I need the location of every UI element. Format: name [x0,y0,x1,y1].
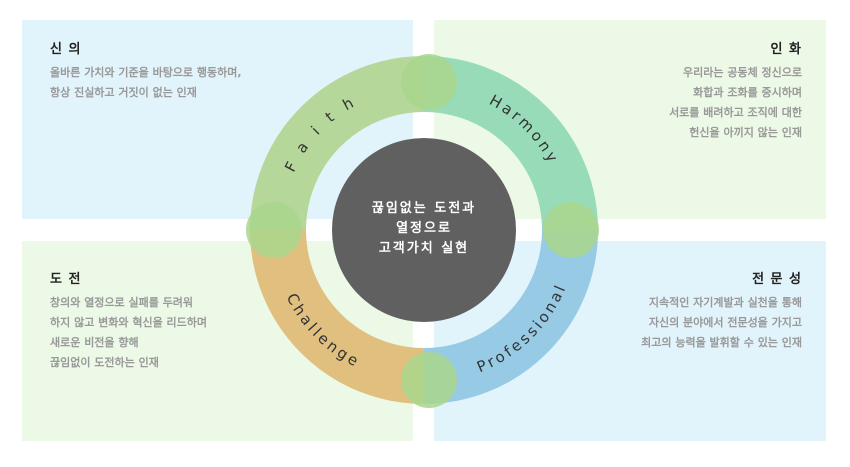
center-line: 열정으로 [396,220,452,236]
faith-line: 올바른 가치와 기준을 바탕으로 행동하며, [50,66,242,79]
challenge-line: 끊임없이 도전하는 인재 [50,356,159,369]
harmony-line: 화합과 조화를 중시하며 [693,86,802,99]
harmony-text: 인 화 우리라는 공동체 정신으로 화합과 조화를 중시하며 서로를 배려하고 … [669,38,802,143]
challenge-title: 도 전 [50,272,82,287]
center-line: 고객가치 실현 [379,240,469,256]
faith-text: 신 의 올바른 가치와 기준을 바탕으로 행동하며, 항상 진실하고 거짓이 없… [50,38,242,103]
professional-line: 자신의 분야에서 전문성을 가지고 [648,316,802,329]
faith-line: 항상 진실하고 거짓이 없는 인재 [50,86,197,99]
professional-line: 지속적인 자기계발과 실천을 통해 [648,296,802,309]
faith-arc [250,56,425,231]
center-line: 끊임없는 도전과 [372,200,476,216]
joint-right [543,202,599,258]
harmony-title: 인 화 [770,42,802,57]
joint-bottom [401,352,457,408]
challenge-line: 하지 않고 변화와 혁신을 리드하며 [50,316,207,329]
challenge-text: 도 전 창의와 열정으로 실패를 두려워 하지 않고 변화와 혁신을 리드하며 … [50,268,207,373]
professional-title: 전 문 성 [752,272,802,287]
professional-text: 전 문 성 지속적인 자기계발과 실천을 통해 자신의 분야에서 전문성을 가지… [641,268,802,353]
center-circle [332,138,516,322]
joint-left [246,202,302,258]
professional-line: 최고의 능력을 발휘할 수 있는 인재 [641,336,802,349]
challenge-line: 새로운 비전을 향해 [50,336,139,349]
joint-top [401,54,457,110]
challenge-line: 창의와 열정으로 실패를 두려워 [50,296,194,309]
harmony-line: 우리라는 공동체 정신으로 [683,66,802,79]
harmony-line: 서로를 배려하고 조직에 대한 [669,106,802,119]
harmony-line: 헌신을 아끼지 않는 인재 [689,126,802,139]
challenge-arc [250,229,425,404]
faith-title: 신 의 [50,42,82,57]
